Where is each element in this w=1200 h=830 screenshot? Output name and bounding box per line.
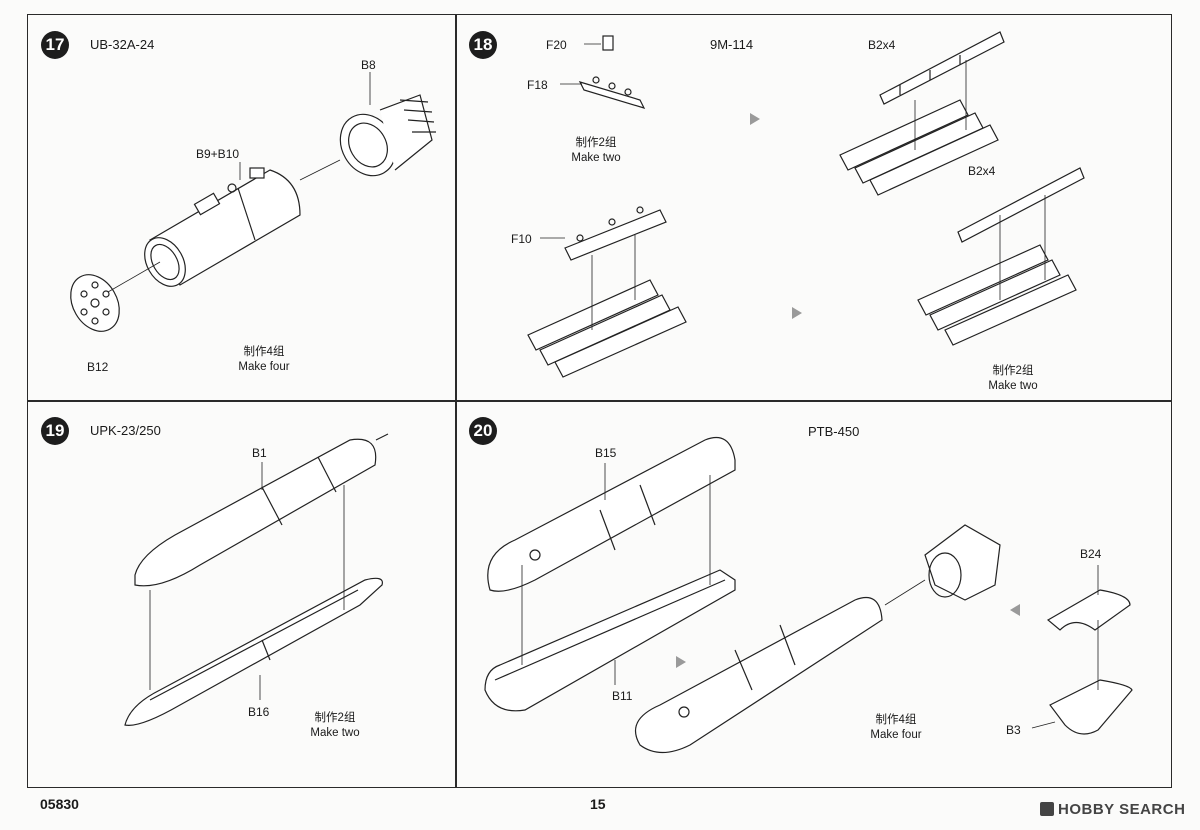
step-17-note-en: Make four [238, 361, 290, 373]
product-code: 05830 [40, 796, 79, 812]
part-label-b12: B12 [87, 360, 109, 374]
step-17-title: UB-32A-24 [90, 37, 155, 52]
step-20-title: PTB-450 [808, 424, 860, 439]
step-18-note-b-cn: 制作2组 [992, 365, 1034, 377]
part-label-b15: B15 [595, 446, 617, 460]
step-18-note-b-en: Make two [988, 380, 1038, 392]
part-label-b2x4-upper: B2x4 [868, 38, 896, 52]
9m114-drawing [527, 31, 1085, 378]
step-17-badge: 17 [41, 31, 69, 59]
step-18-note-a-en: Make two [571, 152, 621, 164]
part-label-b16: B16 [248, 705, 270, 719]
step-19-note-en: Make two [310, 727, 360, 739]
step-19-note-cn: 制作2组 [314, 712, 356, 724]
brand-logo-icon [1040, 802, 1054, 816]
part-label-b1: B1 [252, 446, 267, 460]
part-label-f10: F10 [511, 232, 532, 246]
part-label-b8: B8 [361, 58, 376, 72]
watermark-brand: HOBBY SEARCH [1040, 801, 1185, 818]
part-label-b3: B3 [1006, 723, 1021, 737]
part-label-b24: B24 [1080, 547, 1102, 561]
step-20-badge: 20 [469, 417, 497, 445]
step-19-note: 制作2组 Make two [295, 711, 375, 741]
watermark-brand-text: HOBBY SEARCH [1058, 801, 1186, 818]
part-label-f18: F18 [527, 78, 548, 92]
page-number: 15 [590, 796, 606, 812]
ptb450-drawing [484, 436, 1133, 754]
step-20-note-en: Make four [870, 729, 922, 741]
step-18-note-b: 制作2组 Make two [973, 364, 1053, 394]
step-20-note-cn: 制作4组 [875, 714, 917, 726]
ub32-pod-drawing [70, 72, 436, 332]
step-18-note-a-cn: 制作2组 [575, 137, 617, 149]
step-18-note-a: 制作2组 Make two [556, 136, 636, 166]
step-18-badge: 18 [469, 31, 497, 59]
part-label-f20: F20 [546, 38, 567, 52]
upk23-drawing [124, 433, 389, 726]
step-19-badge: 19 [41, 417, 69, 445]
step-17-note-cn: 制作4组 [243, 346, 285, 358]
step-18-title: 9M-114 [710, 37, 754, 52]
part-label-b9-b10: B9+B10 [196, 147, 240, 161]
step-17-note: 制作4组 Make four [224, 345, 304, 375]
panel-divider-horizontal [27, 400, 1172, 402]
part-label-b2x4-lower: B2x4 [968, 164, 996, 178]
step-20-note: 制作4组 Make four [856, 713, 936, 743]
part-label-b11: B11 [612, 689, 633, 703]
step-19-title: UPK-23/250 [90, 423, 161, 438]
